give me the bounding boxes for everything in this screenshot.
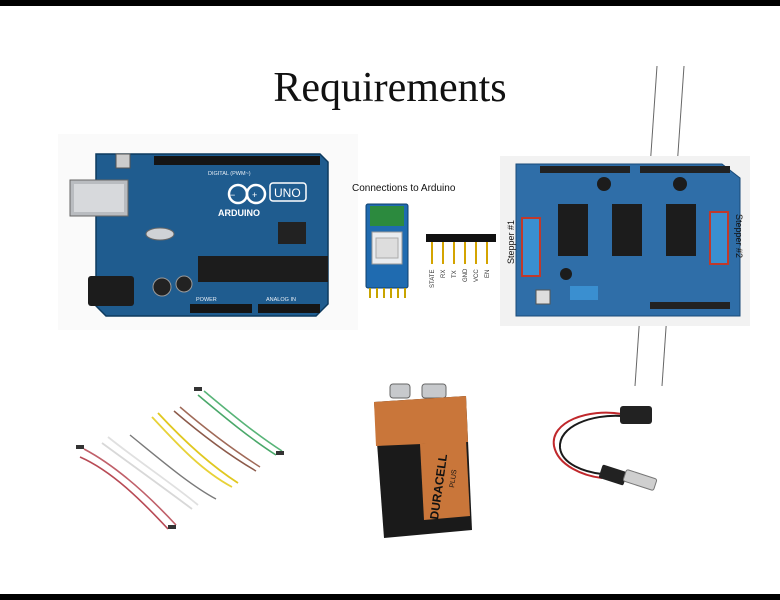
- slide-title: Requirements: [273, 65, 507, 111]
- battery-sub: PLUS: [449, 469, 459, 488]
- pin-label-rx: RX: [441, 270, 447, 278]
- board-header-power: POWER: [196, 297, 217, 303]
- pin-label-tx: TX: [452, 270, 458, 278]
- stepper-2-label: Stepper #2: [734, 214, 744, 258]
- arduino-uno-image: − + UNO ARDUINO DIGITAL (PWM~) POWER ANA…: [58, 134, 358, 330]
- bluetooth-caption: Connections to Arduino: [352, 183, 456, 194]
- pin-label-en: EN: [485, 270, 491, 278]
- board-header-top: DIGITAL (PWM~): [208, 171, 251, 177]
- pin-label-vcc: VCC: [474, 269, 480, 282]
- svg-text:−: −: [230, 190, 235, 200]
- jumper-wires-image: [72, 381, 294, 533]
- board-header-analog: ANALOG IN: [266, 297, 296, 303]
- stepper-1-label: Stepper #1: [506, 220, 516, 264]
- pin-label-state: STATE: [430, 270, 436, 288]
- board-brand: ARDUINO: [218, 208, 260, 218]
- battery-clip-image: [548, 404, 666, 504]
- motor-shield-image: Stepper #1 Stepper #2: [500, 156, 750, 326]
- board-model: UNO: [274, 186, 301, 200]
- battery-image: DURACELL PLUS: [362, 380, 480, 544]
- pin-label-gnd: GND: [463, 268, 469, 282]
- bluetooth-module-image: STATE RX TX GND VCC EN: [360, 198, 500, 308]
- slide: Requirements: [0, 6, 780, 594]
- svg-text:+: +: [252, 190, 257, 200]
